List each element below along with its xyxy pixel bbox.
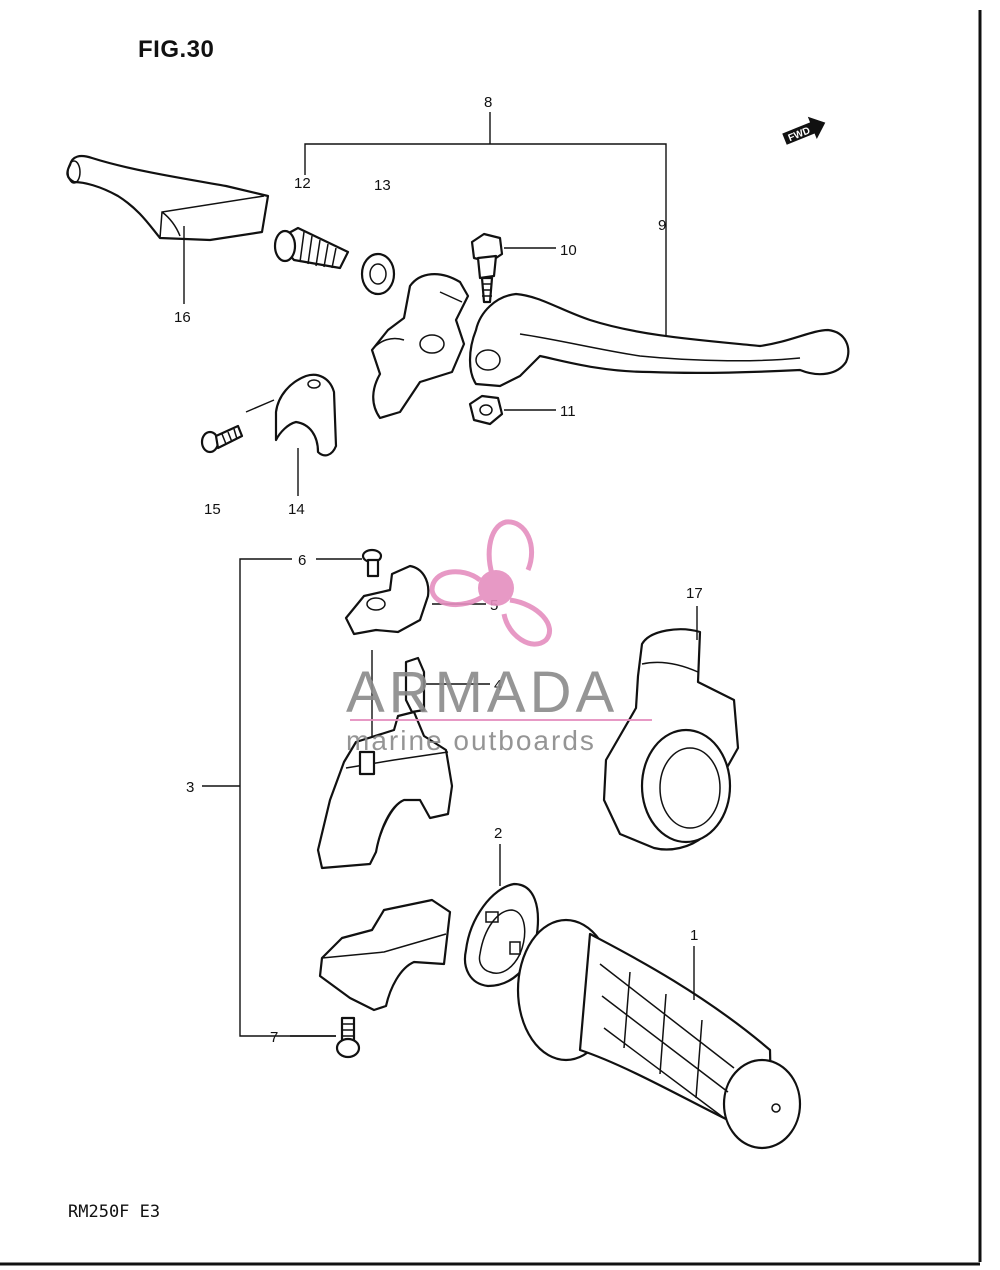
lever-nut: [468, 394, 504, 426]
holder-clamp: [274, 373, 338, 457]
callout-4: 4: [494, 677, 502, 694]
bracket-8: [304, 143, 667, 338]
propeller-icon: [429, 519, 553, 647]
svg-text:FWD: FWD: [787, 125, 812, 144]
callout-11: 11: [560, 403, 576, 420]
clamp-screw: [200, 424, 244, 454]
callout-17: 17: [686, 585, 703, 602]
throttle-grip: [516, 918, 802, 1150]
fwd-arrow-icon: FWD: [782, 116, 826, 145]
callout-16: 16: [174, 309, 191, 326]
callout-13: 13: [374, 177, 391, 194]
lever-cover-boot: [66, 154, 270, 242]
lever-holder: [370, 273, 470, 420]
leader-15: [245, 399, 275, 413]
clutch-lever: [468, 292, 850, 388]
pivot-bolt: [470, 232, 504, 304]
fig-title: FIG.30: [138, 36, 215, 63]
housing-screw: [335, 1016, 361, 1059]
callout-6: 6: [298, 552, 306, 569]
callout-15: 15: [204, 501, 221, 518]
callout-2: 2: [494, 825, 502, 842]
cable-guide-screw: [361, 548, 383, 578]
cable-adjuster-bolt: [273, 226, 350, 270]
callout-7: 7: [270, 1029, 278, 1046]
callout-10: 10: [560, 242, 577, 259]
propeller-hub-icon: [478, 570, 514, 606]
cable-guide: [404, 656, 426, 714]
model-code: RM250F E3: [68, 1202, 161, 1222]
throttle-housing-lower: [318, 898, 452, 1012]
callout-12: 12: [294, 175, 311, 192]
watermark-logo: ARMADA marine outboards: [346, 519, 652, 756]
watermark-brand: ARMADA: [346, 660, 618, 725]
callout-1: 1: [690, 927, 698, 944]
bracket-3: [239, 558, 336, 1037]
callout-14: 14: [288, 501, 305, 518]
watermark-tagline: marine outboards: [346, 725, 596, 756]
callout-3: 3: [186, 779, 194, 796]
callout-9: 9: [658, 217, 666, 234]
callout-8: 8: [484, 94, 492, 111]
cable-guide-plate: [344, 564, 430, 636]
locknut: [360, 252, 396, 296]
grip-cover: [602, 628, 740, 851]
throttle-housing-upper: [316, 710, 454, 870]
